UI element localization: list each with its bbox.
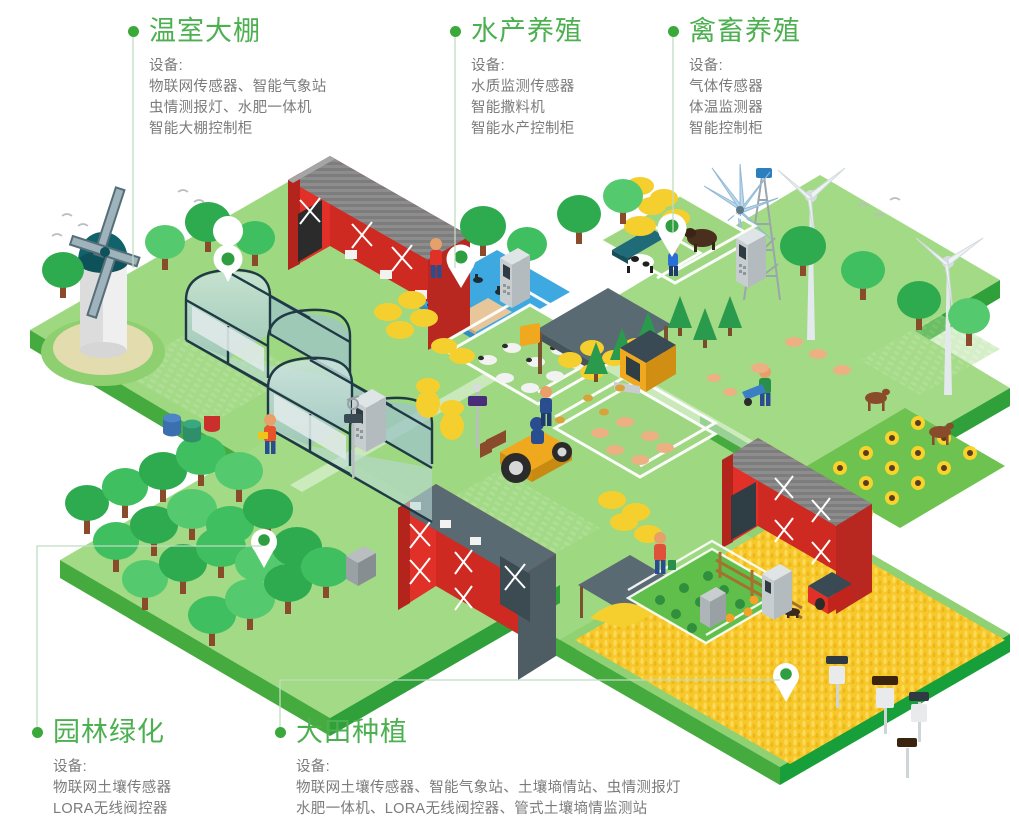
soil-moisture-station[interactable] <box>700 587 726 628</box>
callout-title-fieldcrop: 大田种植 <box>296 717 408 747</box>
cabinet-aqua[interactable] <box>500 248 530 308</box>
wind-turbine-2 <box>915 237 984 395</box>
crop-rows-east <box>860 314 1000 395</box>
wind-turbine-1 <box>777 167 846 340</box>
birds <box>51 189 901 237</box>
equip-line-2: 体温监测器 <box>689 100 763 116</box>
map-pin-greenhouse[interactable] <box>213 216 244 282</box>
map-pin-wheat[interactable] <box>773 663 799 702</box>
equip-label-fieldcrop: 设备: <box>296 759 330 775</box>
callout-title-landscaping: 园林绿化 <box>53 717 165 747</box>
callout-title-aquaculture: 水产养殖 <box>471 16 583 46</box>
equip-line-2: 虫情测报灯、水肥一体机 <box>149 100 312 116</box>
field-sensor-cluster[interactable] <box>826 656 929 778</box>
callout-bullet-aquaculture <box>450 26 461 37</box>
forest-orchard <box>65 435 351 646</box>
equip-line-2: 智能撒料机 <box>471 100 545 116</box>
cow-2 <box>684 228 717 252</box>
cabinet-livestock[interactable] <box>736 228 766 288</box>
callout-bullet-landscaping <box>32 727 43 738</box>
farmer-veg <box>654 532 676 574</box>
irrigation-controller[interactable] <box>346 546 376 586</box>
map-pin-pond[interactable] <box>446 244 476 289</box>
callout-bullet-livestock <box>668 26 679 37</box>
callout-body-landscaping: 设备: 物联网土壤传感器 LORA无线阀控器 <box>53 757 171 820</box>
cabinet-field[interactable] <box>762 564 792 620</box>
smart-weather-station[interactable] <box>344 395 362 478</box>
callout-connectors <box>36 36 780 735</box>
equip-line-3: 智能控制柜 <box>689 121 763 137</box>
equip-line-3: 智能水产控制柜 <box>471 121 575 137</box>
barrels <box>163 413 220 443</box>
callout-body-aquaculture: 设备: 水质监测传感器智能撒料机智能水产控制柜 <box>471 56 575 140</box>
windmill-tower <box>41 186 165 386</box>
equip-line-2: 水肥一体机、LORA无线阀控器、管式土壤墒情监测站 <box>296 801 648 817</box>
barn-east <box>722 438 872 614</box>
callout-title-greenhouse: 温室大棚 <box>149 16 261 46</box>
cabinet-greenhouse[interactable] <box>352 389 386 452</box>
equip-line-1: 水质监测传感器 <box>471 79 575 95</box>
equip-line-1: 气体传感器 <box>689 79 763 95</box>
scattered-trees <box>42 179 990 382</box>
free-range-animals <box>555 337 954 445</box>
equip-line-1: 物联网传感器、智能气象站 <box>149 79 327 95</box>
farmer-sheep <box>540 386 552 426</box>
equip-line-3: 智能大棚控制柜 <box>149 121 253 137</box>
equip-line-2: LORA无线阀控器 <box>53 801 168 817</box>
callout-bullet-fieldcrop <box>275 727 286 738</box>
callout-body-livestock: 设备: 气体传感器体温监测器智能控制柜 <box>689 56 763 140</box>
farmer-greenhouse <box>258 414 276 454</box>
equip-line-1: 物联网土壤传感器 <box>53 780 172 796</box>
pig-pen <box>551 372 719 479</box>
callout-body-greenhouse: 设备: 物联网传感器、智能气象站虫情测报灯、水肥一体机智能大棚控制柜 <box>149 56 327 140</box>
callout-body-fieldcrop: 设备: 物联网土壤传感器、智能气象站、土壤墒情站、虫情测报灯水肥一体机、LORA无… <box>296 757 681 820</box>
tractor <box>480 323 572 483</box>
equip-label-livestock: 设备: <box>689 58 723 74</box>
callout-bullet-greenhouse <box>128 26 139 37</box>
map-pin-livestock[interactable] <box>657 213 687 258</box>
farmer-north <box>430 238 442 278</box>
equip-label-landscaping: 设备: <box>53 759 87 775</box>
equip-label-aquaculture: 设备: <box>471 58 505 74</box>
equip-label-greenhouse: 设备: <box>149 58 183 74</box>
callout-title-livestock: 禽畜养殖 <box>689 16 801 46</box>
map-pin-forest[interactable] <box>251 529 277 568</box>
equip-line-1: 物联网土壤传感器、智能气象站、土壤墒情站、虫情测报灯 <box>296 780 681 796</box>
insect-monitor-lamp[interactable] <box>468 384 487 448</box>
